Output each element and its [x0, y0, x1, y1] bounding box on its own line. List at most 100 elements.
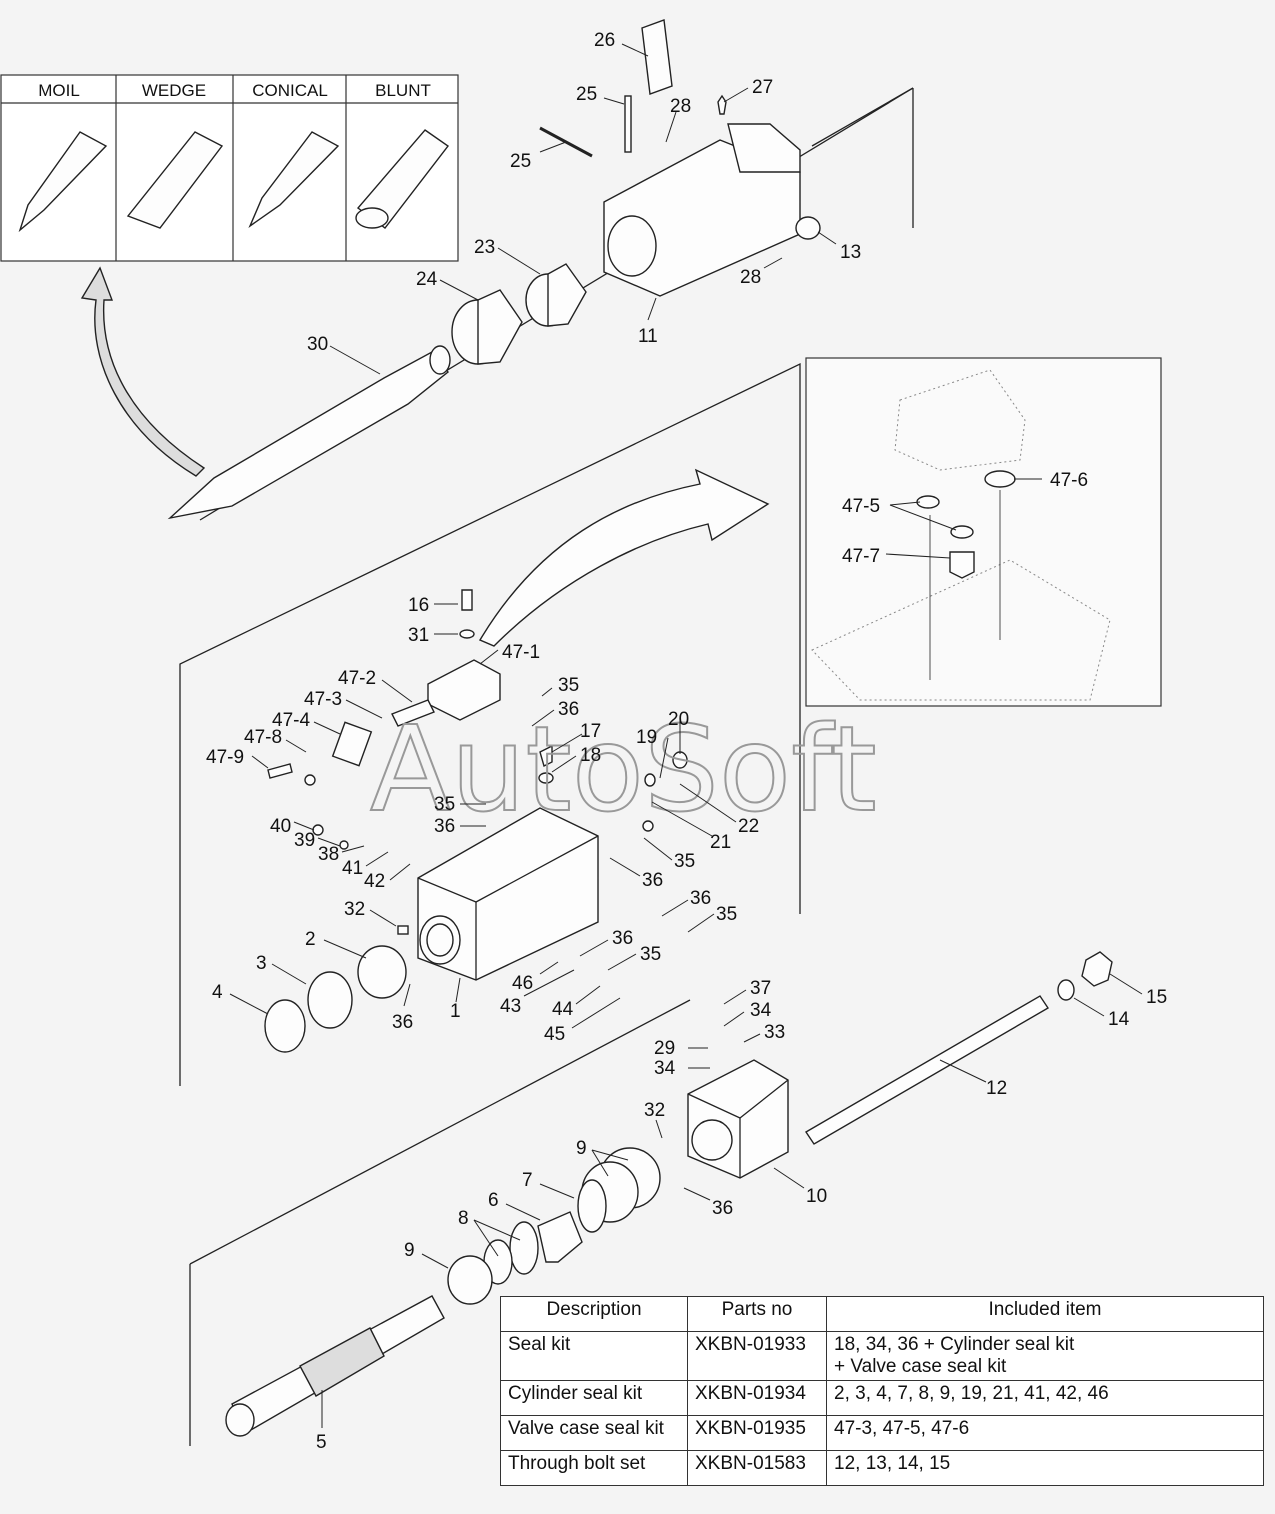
callout-label: 14 [1108, 1009, 1130, 1030]
plug-icon [949, 551, 975, 579]
callout-label: 43 [500, 996, 521, 1017]
callout-label: 39 [294, 830, 315, 851]
callout-label: 36 [558, 699, 579, 720]
callout-label: 28 [670, 96, 691, 117]
wedge-tip-icon [126, 131, 224, 229]
callout-label: 11 [638, 326, 658, 347]
callout-labels: 26 25 27 28 25 23 24 28 13 11 30 47-6 47… [206, 30, 1167, 1453]
lower-assembly [189, 951, 1113, 1446]
callout-label: 35 [716, 904, 737, 925]
table-header-row: Description Parts no Included item [500, 1296, 1264, 1332]
tool-type-blunt: BLUNT [375, 81, 431, 100]
callout-label: 26 [594, 30, 615, 51]
callout-label: 35 [558, 675, 579, 696]
callout-label: 8 [458, 1208, 469, 1229]
callout-label: 17 [580, 721, 601, 742]
callout-label: 30 [307, 334, 328, 355]
arrow-valve-icon [478, 468, 770, 647]
included-cell: 2, 3, 4, 7, 8, 9, 19, 21, 41, 42, 46 [826, 1380, 1264, 1416]
callout-label: 47-6 [1050, 470, 1088, 491]
callout-label: 21 [710, 832, 731, 853]
callout-label: 7 [522, 1170, 533, 1191]
table-row: Through bolt set XKBN-01583 12, 13, 14, … [500, 1450, 1264, 1486]
seal-kit-table: Description Parts no Included item Seal … [500, 1296, 1264, 1486]
callout-label: 15 [1146, 987, 1167, 1008]
parts-no-cell: XKBN-01935 [687, 1415, 827, 1451]
callout-label: 36 [642, 870, 663, 891]
callout-label: 12 [986, 1078, 1007, 1099]
callout-label: 47-7 [842, 546, 880, 567]
callout-label: 13 [840, 242, 861, 263]
callout-label: 9 [576, 1138, 587, 1159]
callout-label: 36 [712, 1198, 733, 1219]
header-description: Description [500, 1296, 688, 1332]
table-row: Seal kit XKBN-01933 18, 34, 36 + Cylinde… [500, 1331, 1264, 1381]
callout-label: 27 [752, 77, 773, 98]
callout-label: 34 [654, 1058, 676, 1079]
callout-label: 35 [640, 944, 661, 965]
callout-label: 19 [636, 727, 657, 748]
callout-label: 36 [434, 816, 455, 837]
callout-label: 47-2 [338, 668, 376, 689]
blunt-tip-icon [356, 129, 450, 229]
callout-label: 47-4 [272, 710, 310, 731]
callout-label: 29 [654, 1038, 675, 1059]
conical-tip-icon [248, 131, 340, 228]
callout-label: 47-9 [206, 747, 244, 768]
callout-label: 47-1 [502, 642, 540, 663]
callout-label: 20 [668, 709, 689, 730]
seal-ring-icon [357, 945, 407, 999]
callout-label: 36 [392, 1012, 413, 1033]
parts-no-cell: XKBN-01933 [687, 1331, 827, 1381]
tool-type-moil: MOIL [38, 81, 80, 100]
header-included-item: Included item [826, 1296, 1264, 1332]
callout-label: 23 [474, 237, 495, 258]
valve-case-icon [687, 1059, 789, 1179]
description-cell: Seal kit [500, 1331, 688, 1381]
callout-label: 18 [580, 745, 601, 766]
callout-label: 38 [318, 844, 339, 865]
watermark: AutoSoft [370, 700, 877, 838]
callout-label: 10 [806, 1186, 827, 1207]
callout-label: 45 [544, 1024, 565, 1045]
callout-label: 36 [690, 888, 711, 909]
callout-label: 2 [305, 929, 316, 950]
callout-label: 22 [738, 816, 759, 837]
callout-label: 46 [512, 973, 533, 994]
pin-icon [624, 95, 632, 153]
callout-label: 25 [576, 84, 597, 105]
callout-label: 1 [450, 1001, 461, 1022]
description-cell: Valve case seal kit [500, 1415, 688, 1451]
tool-types-box: MOIL WEDGE CONICAL BLUNT [0, 74, 459, 262]
callout-label: 42 [364, 871, 385, 892]
callout-label: 44 [552, 999, 574, 1020]
valve-detail-box [805, 357, 1162, 707]
bolt-bushing-icon [795, 216, 821, 240]
tool-type-conical: CONICAL [252, 81, 328, 100]
callout-label: 36 [612, 928, 633, 949]
arrow-tool-icon [80, 266, 206, 477]
callout-label: 3 [256, 953, 267, 974]
sleeve-icon [537, 1211, 583, 1263]
parts-no-cell: XKBN-01583 [687, 1450, 827, 1486]
callout-label: 35 [674, 851, 695, 872]
through-bolt-icon [805, 995, 1049, 1145]
description-cell: Through bolt set [500, 1450, 688, 1486]
callout-label: 6 [488, 1190, 499, 1211]
description-cell: Cylinder seal kit [500, 1380, 688, 1416]
included-cell: 12, 13, 14, 15 [826, 1450, 1264, 1486]
moil-tip-icon [18, 131, 108, 233]
callout-label: 31 [408, 625, 429, 646]
callout-label: 33 [764, 1022, 785, 1043]
cover-plate-icon [331, 721, 373, 767]
callout-label: 28 [740, 267, 761, 288]
o-ring-icon [984, 470, 1016, 488]
included-cell: 47-3, 47-5, 47-6 [826, 1415, 1264, 1451]
chisel-icon [167, 351, 449, 520]
table-row: Cylinder seal kit XKBN-01934 2, 3, 4, 7,… [500, 1380, 1264, 1416]
callout-label: 24 [416, 269, 438, 290]
header-parts-no: Parts no [687, 1296, 827, 1332]
callout-label: 37 [750, 978, 771, 999]
tool-type-wedge: WEDGE [142, 81, 206, 100]
nut-icon [1081, 951, 1113, 987]
